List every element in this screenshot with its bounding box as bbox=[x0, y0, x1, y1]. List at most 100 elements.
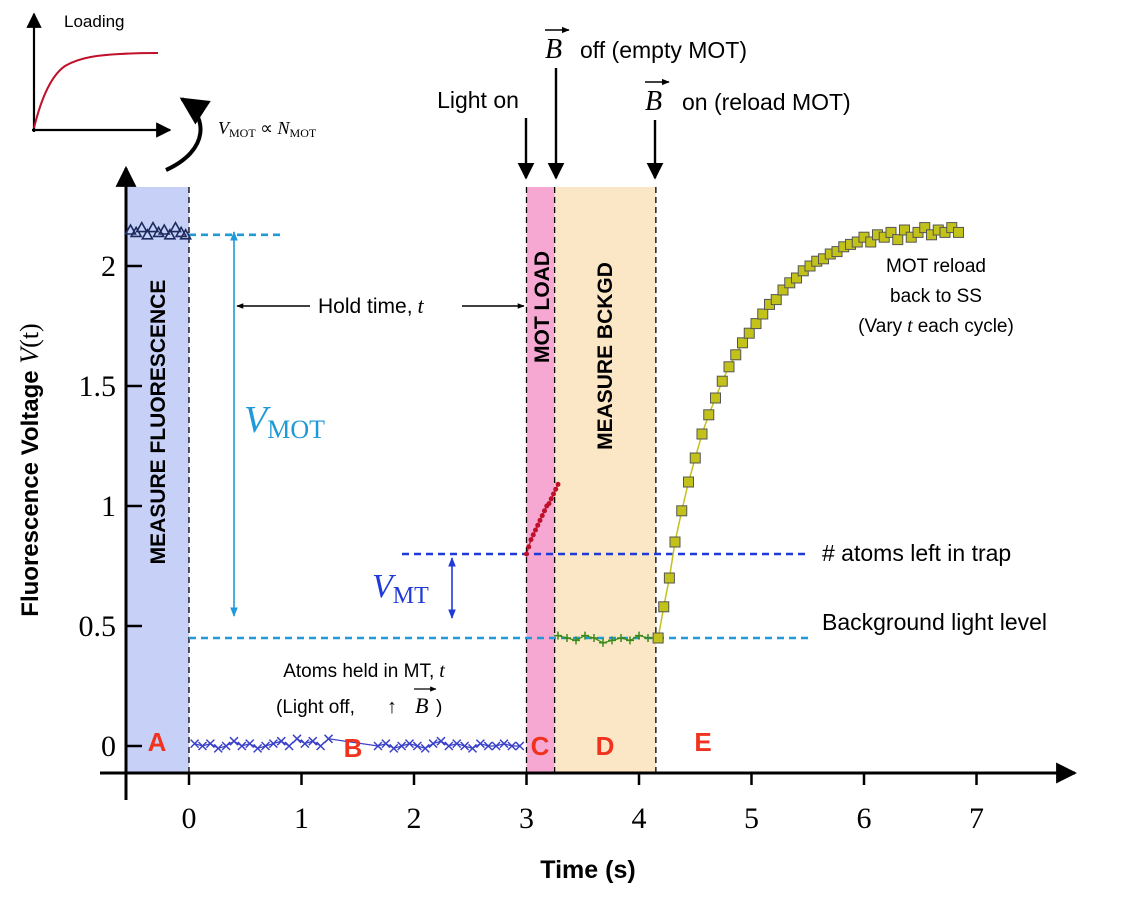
data-point bbox=[253, 743, 263, 753]
data-point bbox=[237, 741, 247, 751]
phase-letter-e: E bbox=[694, 727, 711, 757]
light-on-label: Light on bbox=[437, 87, 519, 113]
data-point bbox=[723, 361, 735, 373]
x-axis-title: Time (s) bbox=[540, 856, 635, 884]
background-level-label: Background light level bbox=[822, 609, 1047, 635]
data-point bbox=[669, 536, 681, 548]
x-tick-label: 5 bbox=[744, 802, 759, 835]
data-point bbox=[229, 736, 239, 746]
data-point bbox=[452, 739, 462, 749]
data-point bbox=[743, 327, 755, 339]
data-point bbox=[499, 739, 509, 749]
svg-text:): ) bbox=[436, 697, 442, 718]
data-point bbox=[507, 741, 517, 751]
v-mt-label: VMT bbox=[372, 568, 429, 609]
v-mot-label: VMOT bbox=[244, 399, 325, 444]
data-point bbox=[599, 638, 607, 647]
data-point bbox=[737, 337, 748, 349]
x-tick-label: 1 bbox=[294, 802, 309, 835]
hold-time-label: Hold time,t bbox=[318, 293, 425, 318]
b-symbol: B bbox=[545, 34, 562, 65]
data-point bbox=[197, 741, 208, 751]
data-point bbox=[777, 284, 789, 296]
data-point bbox=[467, 743, 478, 753]
data-point bbox=[163, 228, 177, 240]
data-point bbox=[157, 223, 171, 235]
level-lines bbox=[189, 233, 808, 640]
data-point bbox=[292, 734, 302, 744]
data-point bbox=[683, 476, 694, 488]
data-point bbox=[696, 428, 708, 440]
phase-letter-c: C bbox=[531, 731, 550, 761]
data-point bbox=[124, 223, 137, 235]
data-point bbox=[689, 452, 701, 464]
x-tick-label: 6 bbox=[857, 802, 872, 835]
mot-load-label: MOT LOAD bbox=[531, 251, 554, 363]
data-point bbox=[892, 234, 904, 246]
data-point bbox=[542, 508, 547, 514]
data-point bbox=[919, 222, 931, 234]
data-point bbox=[953, 226, 964, 238]
y-tick-label: 0.5 bbox=[79, 610, 117, 643]
data-point bbox=[404, 739, 415, 749]
data-point bbox=[475, 739, 485, 749]
y-tick-label: 1.5 bbox=[79, 370, 117, 403]
data-point bbox=[284, 741, 294, 751]
data-point bbox=[885, 226, 897, 238]
data-point bbox=[554, 631, 562, 640]
data-point bbox=[548, 496, 554, 502]
up-arrow-icon: ↑ bbox=[387, 696, 397, 718]
b-on-text: on (reload MOT) bbox=[682, 89, 851, 115]
data-point bbox=[703, 409, 715, 421]
data-point bbox=[710, 392, 721, 404]
data-point bbox=[213, 743, 223, 753]
data-point bbox=[899, 224, 910, 236]
b-off-text: off (empty MOT) bbox=[580, 37, 747, 63]
data-point bbox=[389, 743, 399, 753]
data-point bbox=[581, 631, 589, 640]
data-point bbox=[730, 349, 742, 361]
region-a bbox=[127, 187, 189, 773]
region-borders bbox=[188, 187, 657, 773]
inset-relation: VMOT ∝ NMOT bbox=[218, 118, 317, 140]
series-dot bbox=[524, 481, 561, 557]
data-point bbox=[617, 634, 625, 642]
data-point bbox=[530, 532, 536, 538]
data-point bbox=[626, 636, 634, 645]
data-point bbox=[135, 220, 149, 233]
data-point bbox=[205, 739, 215, 749]
x-tick-label: 4 bbox=[632, 802, 647, 835]
atoms-held-line2: (Light off, ↑ B ) bbox=[276, 686, 442, 718]
data-point bbox=[716, 375, 728, 387]
data-point bbox=[276, 736, 286, 746]
data-point bbox=[373, 741, 383, 751]
data-point bbox=[535, 522, 541, 528]
data-point bbox=[308, 736, 318, 746]
series-triangle bbox=[124, 220, 192, 240]
data-point bbox=[169, 220, 182, 233]
data-point bbox=[750, 318, 762, 330]
data-point bbox=[528, 537, 534, 543]
data-point bbox=[397, 741, 407, 751]
data-point bbox=[644, 634, 652, 642]
data-point bbox=[190, 739, 200, 749]
series-square bbox=[652, 222, 964, 644]
data-point bbox=[676, 505, 688, 517]
y-ticks: 00.511.52 bbox=[79, 250, 142, 763]
data-point bbox=[483, 741, 493, 751]
data-point bbox=[524, 551, 529, 557]
data-point bbox=[526, 544, 532, 550]
data-point bbox=[515, 741, 525, 751]
x-tick-label: 2 bbox=[407, 802, 422, 835]
y-tick-label: 2 bbox=[101, 250, 116, 283]
y-axis-title: Fluorescence Voltage V(t) bbox=[15, 323, 44, 616]
data-point bbox=[635, 631, 643, 640]
inset-loading-curve bbox=[33, 52, 159, 129]
phase-letter-a: A bbox=[148, 727, 167, 757]
data-point bbox=[300, 739, 310, 749]
x-tick-label: 3 bbox=[519, 802, 534, 835]
data-point bbox=[563, 634, 571, 642]
data-point bbox=[268, 739, 278, 749]
